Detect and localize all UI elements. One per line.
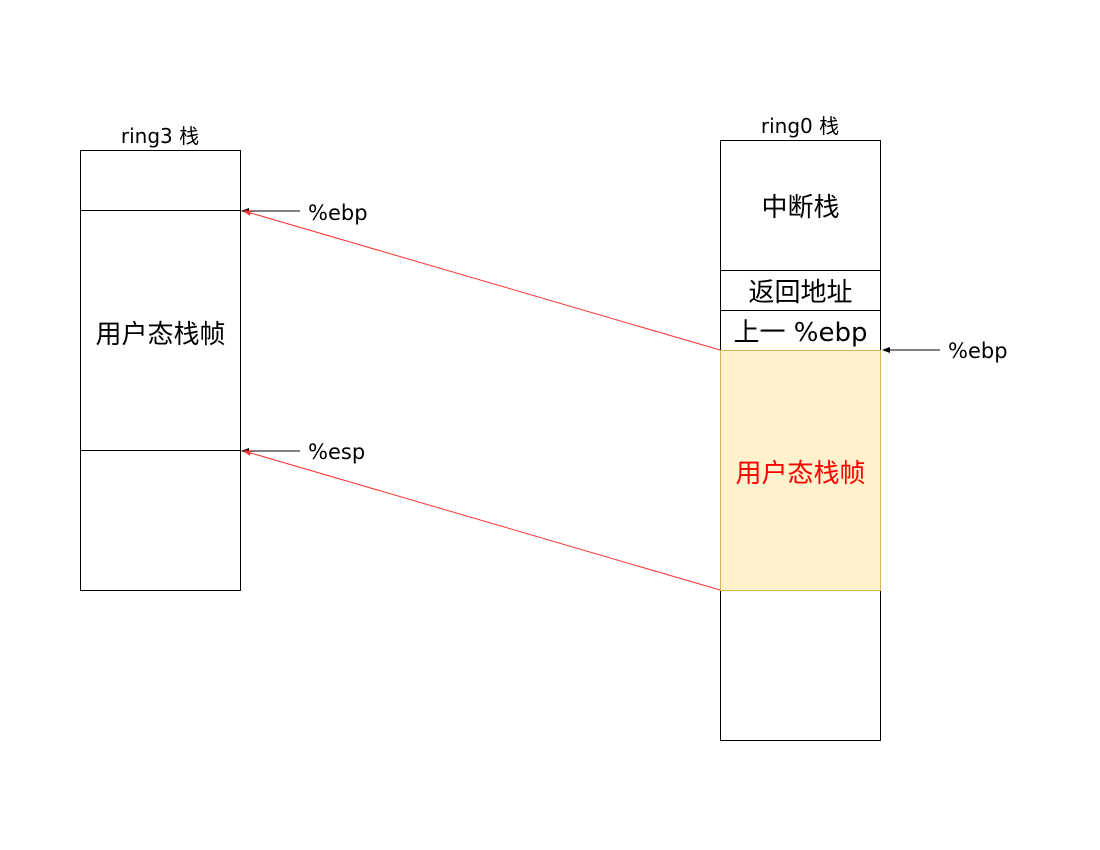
ring0-prev-ebp-label: 上一 %ebp bbox=[733, 318, 868, 348]
ring0-stack-title: ring0 栈 bbox=[760, 114, 840, 138]
ring3-stack bbox=[80, 150, 241, 591]
ring0-copied-user-frame bbox=[720, 350, 881, 591]
ring0-user-frame-label: 用户态栈帧 bbox=[735, 458, 866, 489]
ring3-user-frame-label: 用户态栈帧 bbox=[95, 319, 226, 350]
ring3-esp-boundary bbox=[80, 450, 241, 451]
ring0-return-address-label: 返回地址 bbox=[748, 278, 853, 308]
ring0-ebp-pointer-label: %ebp bbox=[948, 339, 1008, 363]
ring3-ebp-pointer-label: %ebp bbox=[308, 201, 368, 225]
ring0-return-address-top bbox=[720, 270, 881, 271]
ring3-stack-title: ring3 栈 bbox=[120, 124, 200, 148]
ring0-prev-ebp-top bbox=[720, 310, 881, 311]
ring0-interrupt-stack-label: 中断栈 bbox=[761, 192, 840, 223]
ring3-esp-pointer-label: %esp bbox=[308, 440, 366, 464]
ring3-ebp-boundary bbox=[80, 210, 241, 211]
esp-mapping-line bbox=[243, 450, 721, 591]
ebp-mapping-line bbox=[243, 210, 721, 351]
